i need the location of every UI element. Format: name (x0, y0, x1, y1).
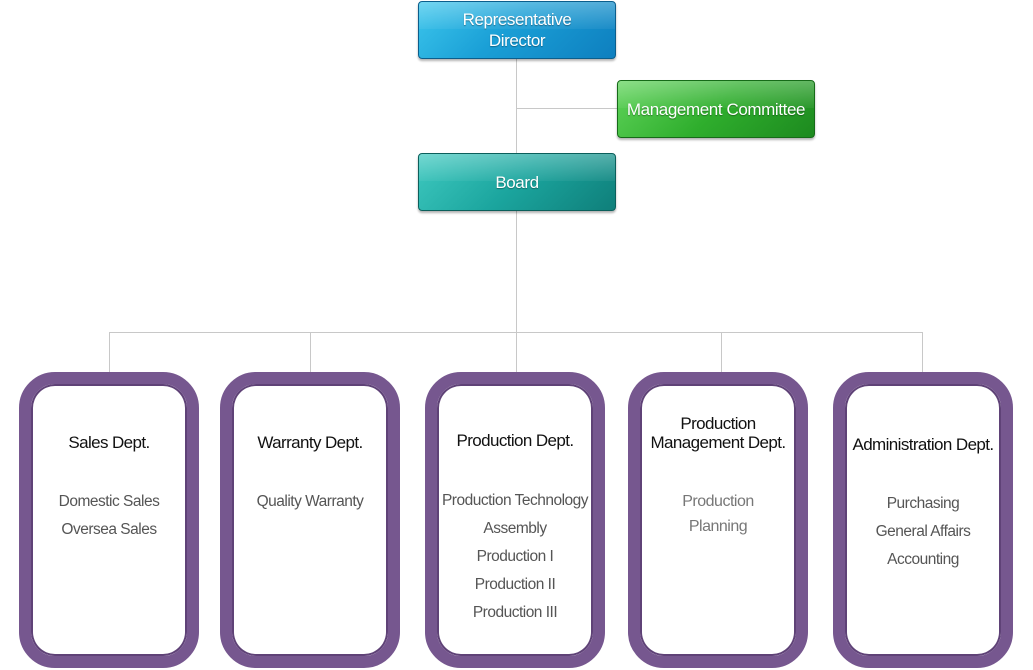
sales-dept-title: Sales Dept. (68, 433, 150, 452)
dept-item: Production Planning (682, 493, 754, 535)
dept-item: Production III (472, 604, 558, 621)
dept-item: Quality Warranty (256, 493, 364, 510)
management-committee-label: Management Committee (626, 99, 806, 119)
production-management-dept-items: Production Planning (640, 489, 796, 539)
administration-dept-title: Administration Dept. (852, 435, 994, 454)
warranty-dept-title: Warranty Dept. (257, 433, 363, 452)
dept-item: Assembly (483, 520, 547, 537)
representative-director-label: Representative Director (462, 10, 572, 50)
production-dept-items: Production Technology Assembly Productio… (437, 487, 593, 627)
warranty-dept-items: Quality Warranty (232, 488, 388, 516)
dept-item: Production Technology (441, 492, 589, 509)
warranty-dept-box: Warranty Dept. Quality Warranty (220, 372, 400, 668)
representative-director-box: Representative Director (418, 1, 616, 59)
dept-item: Accounting (887, 551, 959, 568)
dept-item: Purchasing (886, 495, 960, 512)
board-box: Board (418, 153, 616, 211)
board-label: Board (495, 172, 539, 192)
dept-item: General Affairs (875, 523, 971, 540)
administration-dept-items: Purchasing General Affairs Accounting (845, 490, 1001, 574)
production-dept-box: Production Dept. Production Technology A… (425, 372, 605, 668)
production-management-dept-title: Production Management Dept. (650, 414, 787, 452)
dept-item: Production II (474, 576, 556, 593)
management-committee-box: Management Committee (617, 80, 815, 138)
sales-dept-items: Domestic Sales Oversea Sales (31, 488, 187, 544)
dept-item: Production I (476, 548, 554, 565)
production-dept-title: Production Dept. (456, 431, 574, 450)
dept-item: Oversea Sales (61, 521, 157, 538)
administration-dept-box: Administration Dept. Purchasing General … (833, 372, 1013, 668)
dept-item: Domestic Sales (58, 493, 160, 510)
production-management-dept-box: Production Management Dept. Production P… (628, 372, 808, 668)
sales-dept-box: Sales Dept. Domestic Sales Oversea Sales (19, 372, 199, 668)
